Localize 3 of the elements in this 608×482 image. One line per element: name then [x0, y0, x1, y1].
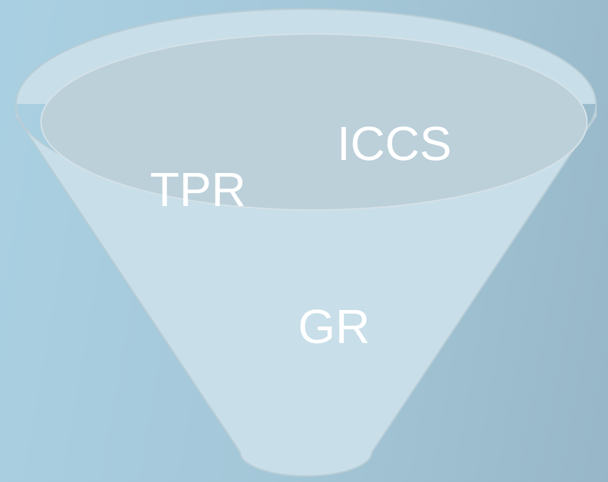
funnel-opening [40, 33, 588, 211]
opening-label: ICCS [337, 121, 452, 169]
opening-label: TPR [150, 167, 246, 215]
